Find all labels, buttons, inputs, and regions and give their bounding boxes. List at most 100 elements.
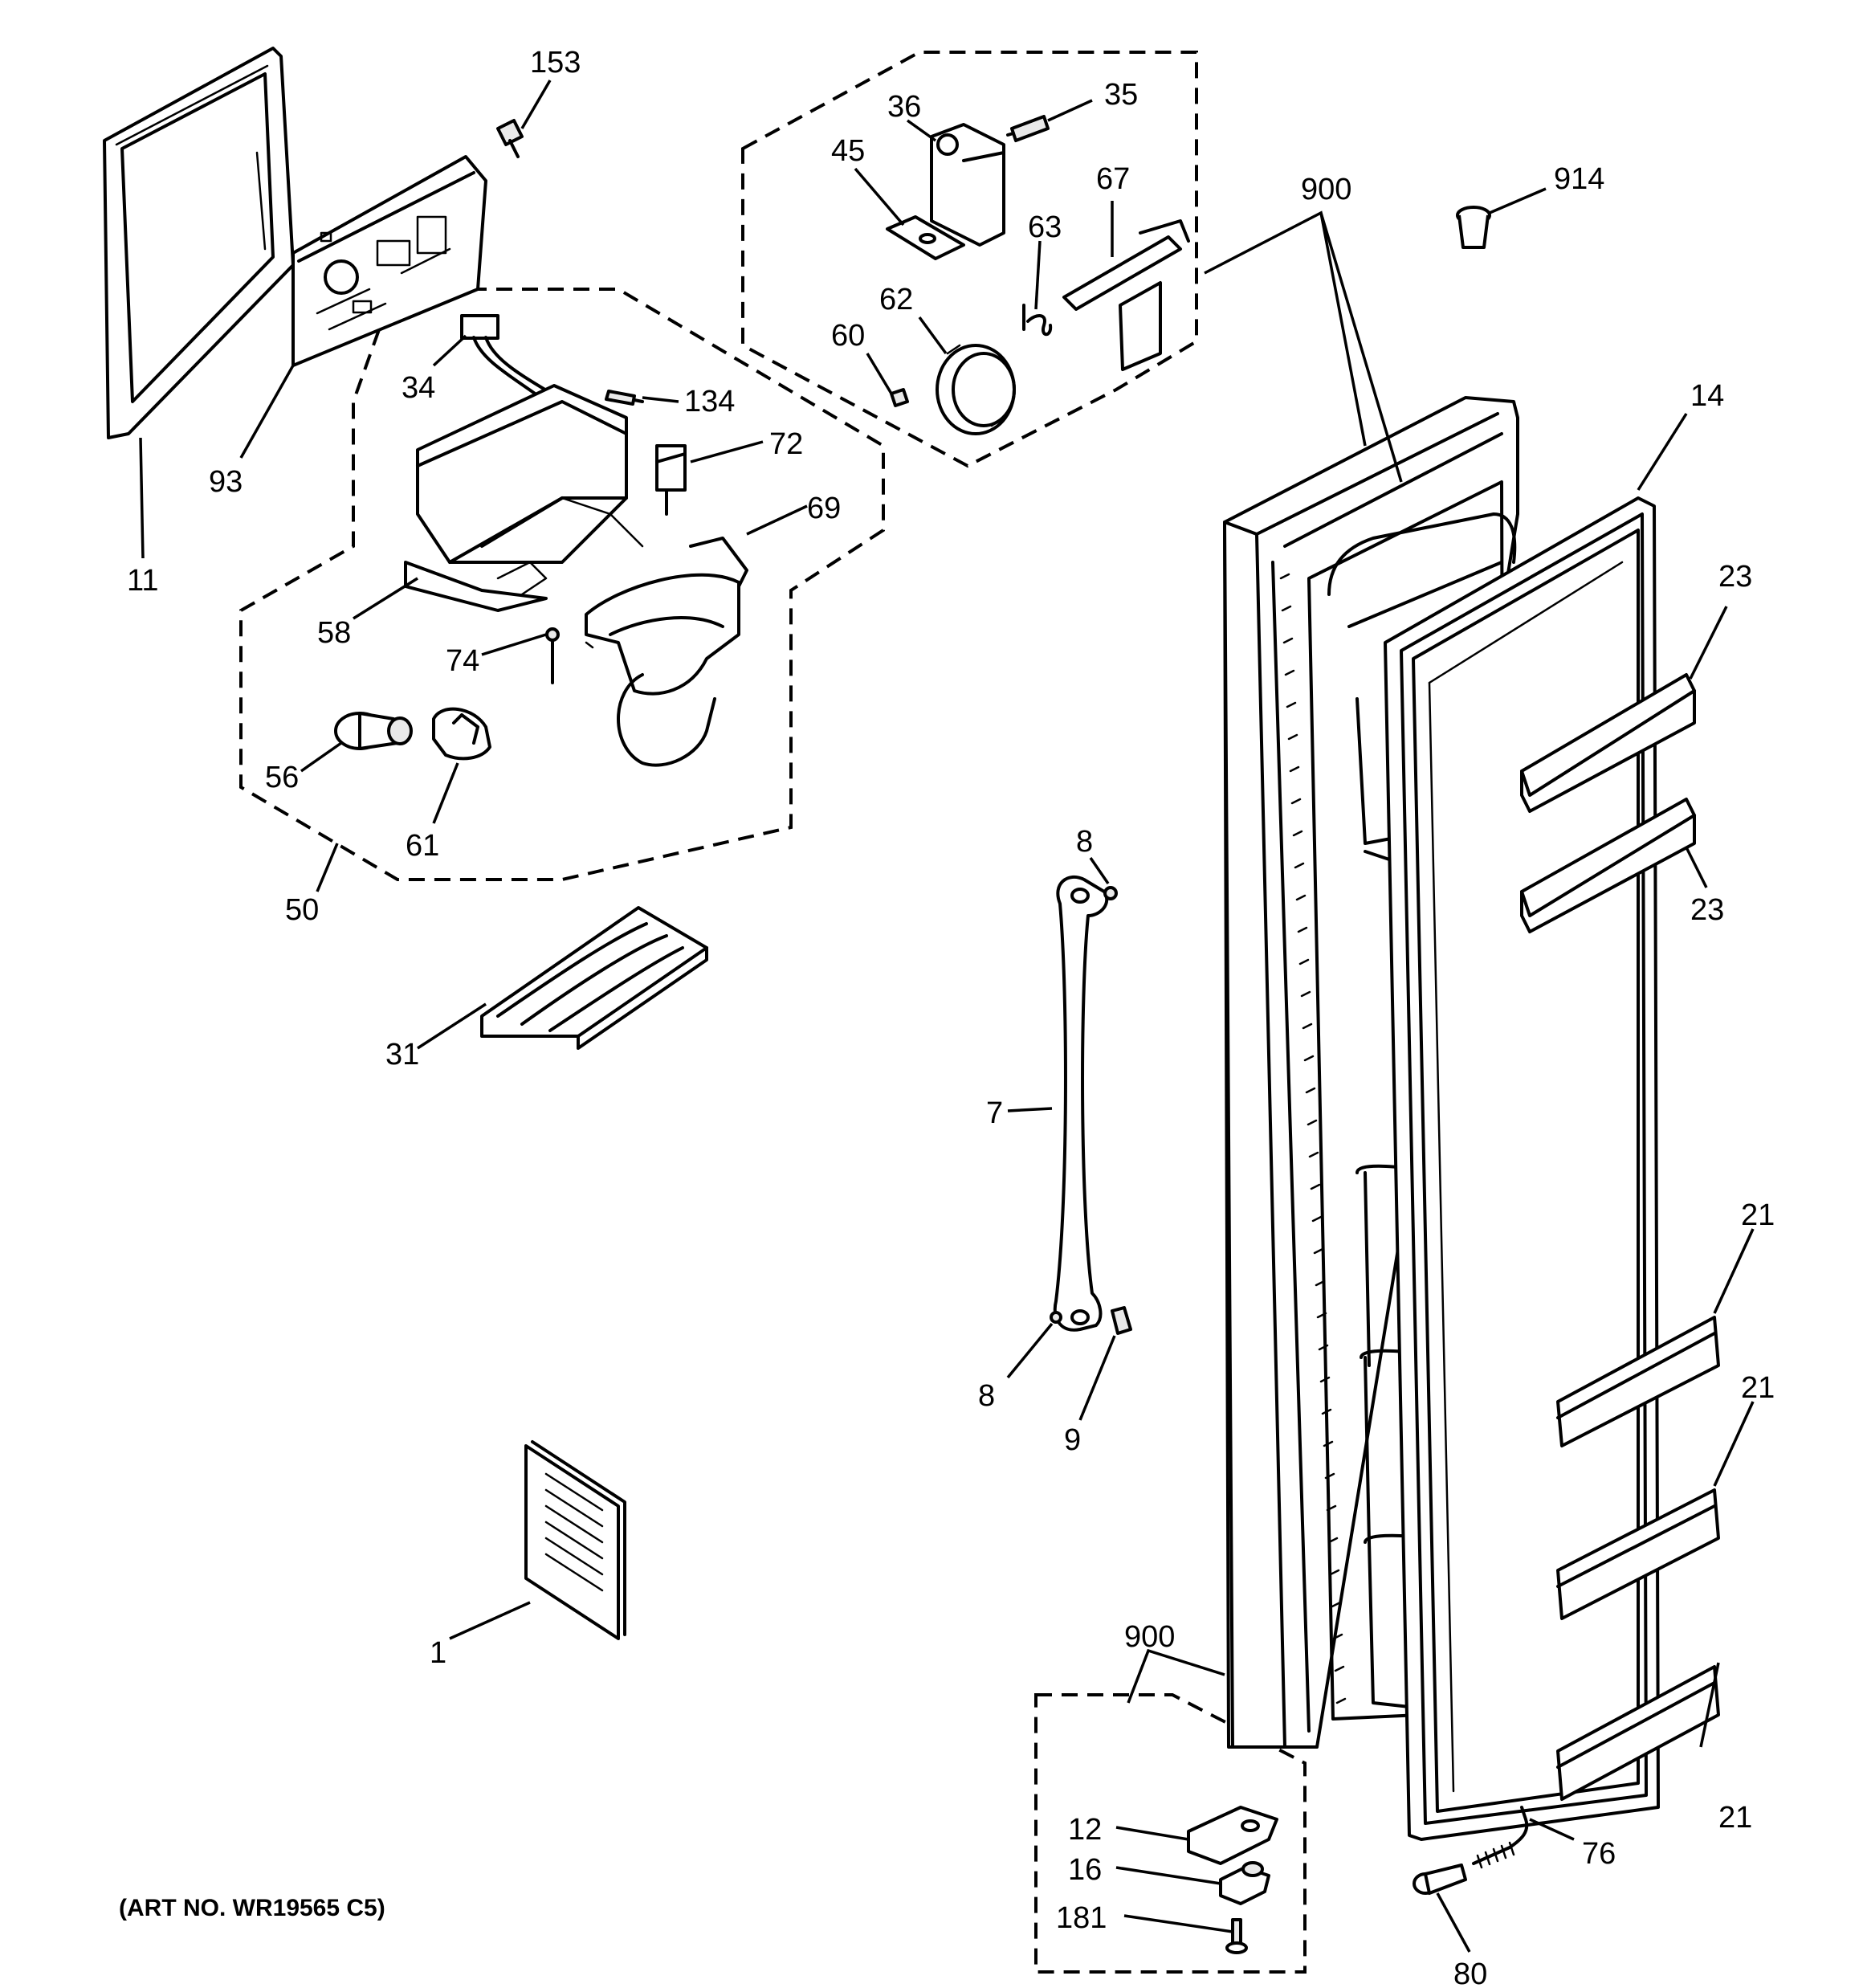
door-gasket-part-14 — [1384, 496, 1660, 1841]
trim-part-23-lower — [1520, 798, 1696, 933]
callout-62: 62 — [879, 283, 913, 316]
callout-31: 31 — [385, 1038, 419, 1072]
callout-181: 181 — [1056, 1901, 1107, 1935]
leader-21-top — [1713, 1228, 1755, 1314]
shelf-trim-part-21-top — [1556, 1316, 1720, 1447]
ice-chute-housing-part-58 — [404, 384, 644, 612]
control-board-part-93 — [291, 155, 487, 367]
leader-45 — [854, 167, 905, 227]
leader-34 — [432, 334, 467, 367]
callout-8-lower: 8 — [978, 1379, 995, 1413]
callout-45: 45 — [831, 134, 865, 168]
leader-62 — [918, 316, 948, 355]
screw-part-153 — [496, 119, 524, 158]
drip-tray-part-31 — [480, 906, 708, 1050]
auger-motor-group-outline — [741, 51, 1198, 468]
screw-part-8-lower — [1050, 1311, 1062, 1324]
leader-61 — [432, 762, 459, 824]
callout-67: 67 — [1096, 162, 1130, 196]
art-number: (ART NO. WR19565 C5) — [119, 1895, 385, 1921]
callout-134: 134 — [684, 385, 735, 418]
callout-900-bottom: 900 — [1124, 1620, 1175, 1654]
leader-1 — [449, 1601, 531, 1640]
leader-31 — [417, 1002, 487, 1050]
callout-34: 34 — [402, 371, 435, 405]
leader-914 — [1489, 187, 1547, 214]
screw-part-134 — [605, 390, 644, 406]
leader-74 — [481, 633, 547, 656]
callout-16: 16 — [1068, 1853, 1102, 1887]
owners-manual-part-1 — [524, 1440, 626, 1640]
ice-chute-door-part-69 — [585, 537, 748, 767]
leader-134 — [642, 396, 679, 403]
callout-9: 9 — [1064, 1423, 1081, 1457]
callout-21-bottom: 21 — [1718, 1801, 1752, 1835]
callout-900-top: 900 — [1301, 173, 1351, 206]
leader-11 — [139, 437, 145, 559]
leader-12 — [1115, 1826, 1189, 1841]
callout-74: 74 — [446, 644, 479, 678]
leader-58 — [353, 577, 418, 620]
screw-part-181 — [1225, 1918, 1248, 1954]
leader-900-bottom — [1127, 1648, 1225, 1704]
handle-part-7 — [1053, 875, 1109, 1332]
water-tube-part-76 — [1472, 1806, 1529, 1869]
bracket-part-45 — [886, 215, 965, 260]
callout-50: 50 — [285, 893, 319, 927]
callout-61: 61 — [406, 829, 439, 863]
callout-35: 35 — [1104, 78, 1138, 112]
screw-part-35 — [1006, 115, 1050, 142]
callout-36: 36 — [887, 90, 921, 124]
callout-14: 14 — [1690, 379, 1724, 413]
callout-21-top: 21 — [1741, 1198, 1775, 1232]
callout-11: 11 — [127, 564, 158, 598]
bearing-part-56 — [334, 712, 413, 750]
callout-63: 63 — [1028, 210, 1062, 244]
switch-part-72 — [655, 444, 687, 516]
leader-93 — [239, 365, 295, 459]
callout-12: 12 — [1068, 1813, 1102, 1847]
callout-60: 60 — [831, 319, 865, 353]
leader-60 — [866, 353, 893, 394]
lever-part-67 — [1062, 219, 1190, 371]
callout-914: 914 — [1554, 162, 1604, 196]
leader-7 — [1007, 1107, 1053, 1112]
leader-181 — [1123, 1914, 1233, 1933]
callout-58: 58 — [317, 616, 351, 650]
shelf-trim-part-21-middle — [1556, 1488, 1720, 1620]
leader-35 — [1047, 99, 1093, 122]
leader-23-lower — [1685, 847, 1708, 888]
callout-1: 1 — [430, 1636, 446, 1670]
leader-153 — [520, 80, 552, 129]
callout-80: 80 — [1453, 1957, 1487, 1988]
leader-80 — [1436, 1892, 1471, 1953]
leader-900-top-a — [1204, 210, 1367, 447]
solenoid-part-36 — [930, 123, 1005, 247]
gear-part-61 — [432, 707, 491, 761]
leader-63 — [1034, 240, 1042, 310]
leader-76 — [1529, 1818, 1575, 1841]
leader-50 — [316, 843, 339, 892]
leader-14 — [1637, 413, 1688, 491]
leader-8-upper — [1089, 857, 1110, 884]
fitting-part-80 — [1413, 1863, 1467, 1895]
dispenser-frame-part-11 — [103, 47, 295, 439]
screw-part-8-upper — [1103, 886, 1118, 900]
leader-16 — [1115, 1866, 1221, 1885]
leader-72 — [690, 440, 764, 463]
leader-69 — [746, 504, 808, 536]
leader-900-top-b — [1319, 212, 1403, 483]
callout-93: 93 — [209, 465, 243, 499]
callout-23-lower: 23 — [1690, 893, 1724, 927]
screw-part-60 — [890, 388, 909, 407]
leader-23-upper — [1689, 606, 1728, 680]
leader-8-lower — [1006, 1322, 1054, 1379]
callout-153: 153 — [530, 46, 581, 80]
callout-72: 72 — [769, 427, 803, 461]
hinge-part-12 — [1187, 1806, 1278, 1865]
leader-56 — [300, 741, 343, 773]
hinge-kit-group-outline — [1034, 1693, 1307, 1974]
cap-part-914 — [1456, 206, 1491, 249]
spring-part-63 — [1022, 304, 1053, 337]
